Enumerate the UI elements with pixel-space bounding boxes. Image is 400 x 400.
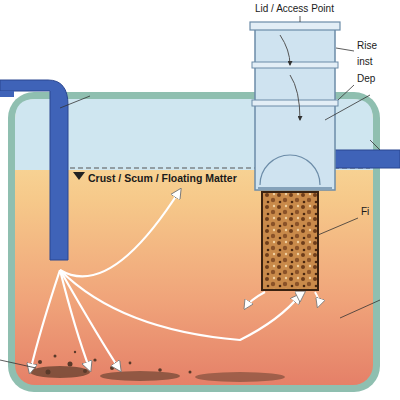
lid — [250, 22, 340, 30]
filter-housing — [258, 187, 332, 189]
inlet-pipe — [0, 80, 68, 260]
flow-arrow — [315, 292, 319, 306]
scum-label: Crust / Scum / Floating Matter — [88, 172, 237, 184]
sludge — [28, 351, 285, 382]
flow-arrows — [30, 190, 300, 372]
depth-label: Dep — [357, 73, 375, 85]
filter-label: Fi — [361, 206, 369, 218]
riser-joint — [252, 100, 338, 106]
flow-arrow — [280, 35, 290, 65]
inlet-pipe-wall — [0, 91, 14, 97]
riser-joint — [252, 62, 338, 68]
lid-label: Lid / Access Point — [255, 3, 334, 15]
filter — [262, 192, 318, 290]
leader-lines — [0, 16, 380, 368]
riser-label: inst — [357, 56, 373, 68]
riser — [255, 24, 335, 190]
flow-arrow — [245, 292, 265, 308]
filter-housing — [260, 155, 320, 185]
flow-arrow — [290, 75, 300, 120]
riser-label: Rise — [357, 40, 377, 52]
level-marker — [73, 172, 85, 180]
